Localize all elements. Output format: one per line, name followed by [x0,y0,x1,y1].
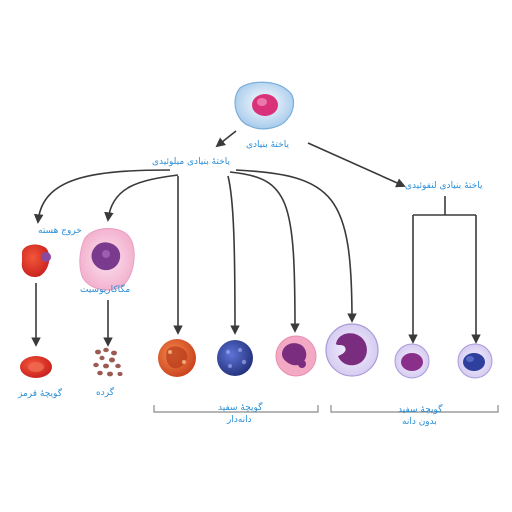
red-blood-cell-icon [20,356,52,378]
arrow-myeloid-to-basophil [227,175,240,335]
platelets-icon [93,347,123,377]
lymphocyte-1-icon [394,343,430,379]
megakaryocyte-icon [79,228,135,291]
arrow-stem-to-lymphoid [307,142,406,188]
red-blood-cell-label: گویچهٔ قرمز [18,389,62,399]
stem-cell-icon [234,81,295,130]
agranular-wbc-label-line2: بدون دانه [402,417,437,427]
arrow-myeloid-to-megakaryocyte [104,174,179,222]
lymphocyte-2-icon [457,343,493,379]
basophil-icon [217,340,253,376]
arrow-myeloid-to-eosinophil [229,171,300,333]
bracket-agranular-wbc [330,405,499,413]
nucleus-exit-label: خروج هسته [38,226,82,236]
bracket-granular-wbc [153,405,319,413]
arrow-stem-to-myeloid [215,130,237,148]
stem-cell-label: یاختهٔ بنیادی [246,140,289,150]
monocyte-icon [325,323,379,377]
myeloid-stem-cell-label: یاختهٔ بنیادی میلوئیدی [152,157,230,167]
platelets-label: گرده [96,388,114,398]
granular-wbc-label-line1: گویچهٔ سفید [218,403,263,413]
arrow-myeloid-to-rbc-precursor [33,169,171,224]
agranular-wbc-label-line1: گویچهٔ سفید [398,405,443,415]
brackets [153,405,499,413]
lymphoid-stem-cell-label: یاختهٔ بنیادی لنفوئیدی [405,181,483,191]
granular-wbc-label-line2: دانه‌دار [227,415,252,425]
erythroblast-icon [21,244,51,278]
megakaryocyte-label: مگاکاریوسیت [80,285,131,295]
arrow-myeloid-to-monocyte [235,169,357,323]
eosinophil-icon [275,335,317,377]
neutrophil-icon [158,339,196,377]
arrows [31,130,481,347]
